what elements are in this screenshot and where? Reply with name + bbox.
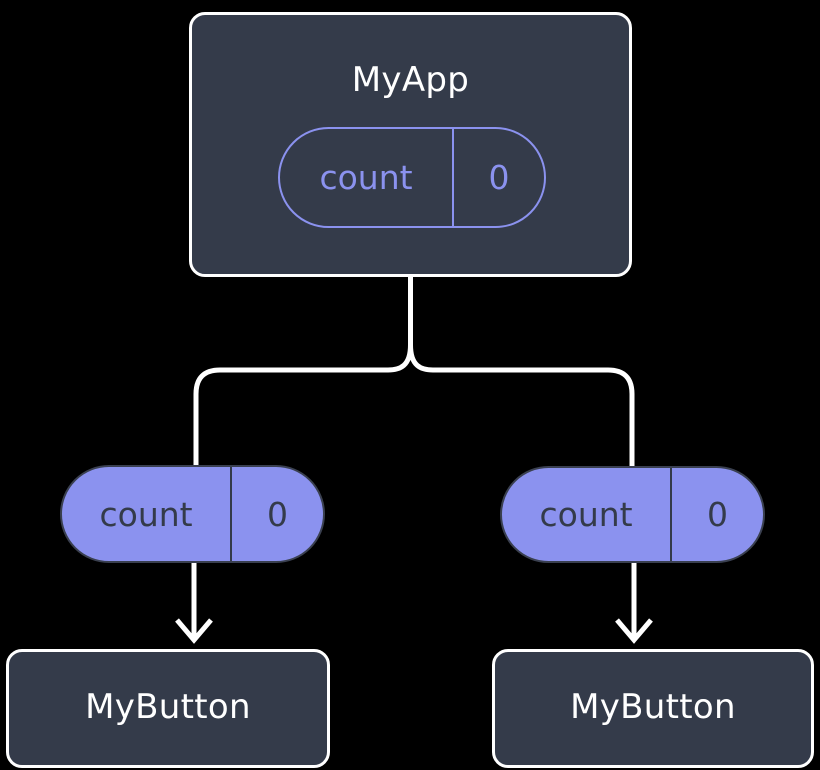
arrow-head-right-icon — [615, 618, 653, 644]
component-title-mybutton: MyButton — [85, 686, 251, 727]
state-pill-key: count — [319, 158, 413, 197]
props-pill-value: 0 — [230, 467, 323, 561]
props-pill-key: count — [99, 494, 193, 534]
component-node-mybutton-right[interactable]: MyButton — [492, 649, 814, 768]
arrow-head-left-icon — [175, 618, 213, 644]
state-pill-value: 0 — [452, 129, 544, 226]
state-pill-myapp-count[interactable]: count 0 — [278, 127, 546, 228]
props-pill-right-count[interactable]: count 0 — [500, 466, 765, 563]
props-pill-left-count[interactable]: count 0 — [60, 465, 325, 563]
connector-branch-right — [408, 344, 635, 470]
component-node-mybutton-left[interactable]: MyButton — [6, 649, 330, 768]
props-pill-value: 0 — [670, 468, 763, 561]
component-title-myapp: MyApp — [351, 60, 470, 100]
connector-branch-left — [193, 344, 413, 470]
component-title-mybutton: MyButton — [570, 686, 736, 727]
props-pill-key: count — [539, 495, 633, 534]
